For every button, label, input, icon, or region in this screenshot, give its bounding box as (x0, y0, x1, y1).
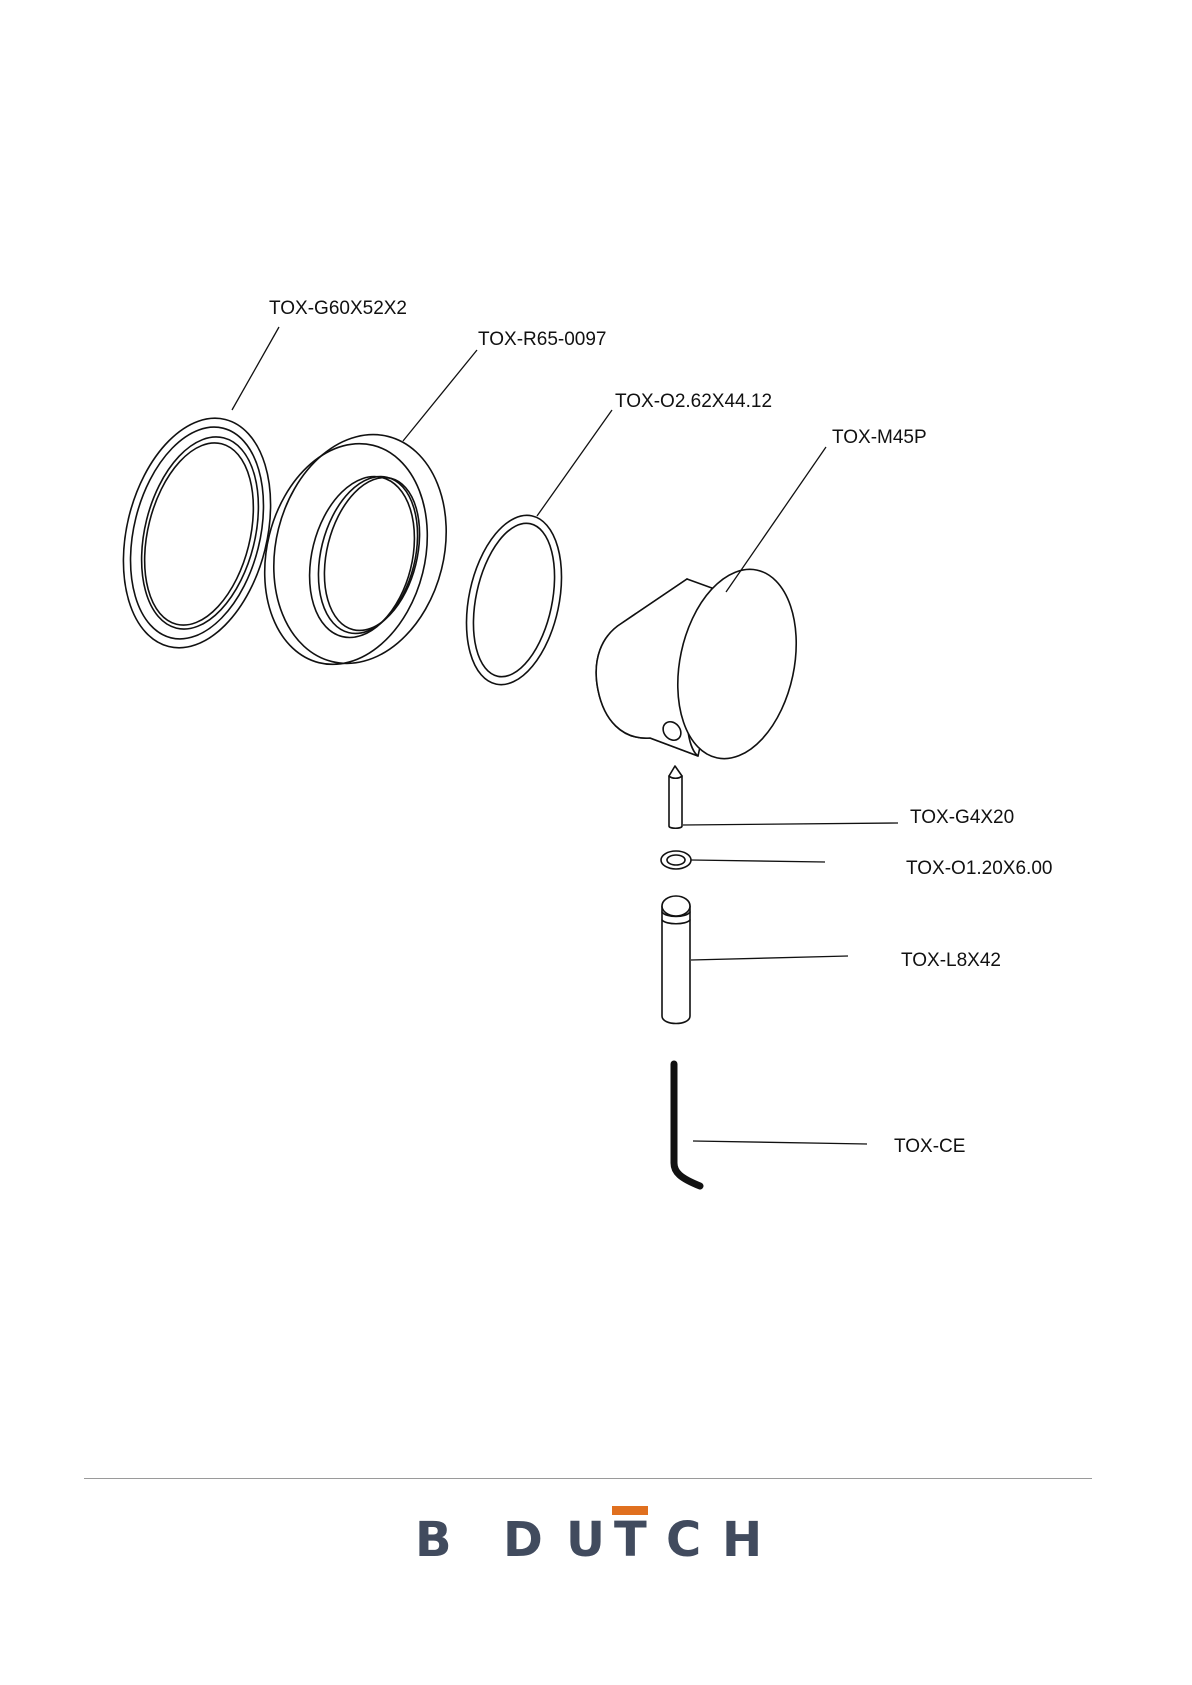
label-grub-screw: TOX-G4X20 (910, 807, 1014, 828)
label-oring-large: TOX-O2.62X44.12 (615, 391, 772, 412)
label-gasket: TOX-G60X52X2 (269, 298, 407, 319)
rosette-plate (242, 416, 469, 682)
logo-letter-u: U (566, 1512, 605, 1568)
handle-body (596, 558, 813, 770)
spindle (662, 896, 690, 1024)
hex-key (674, 1064, 700, 1186)
small-oring (661, 851, 691, 869)
label-oring-small: TOX-O1.20X6.00 (906, 858, 1052, 879)
large-oring (452, 507, 576, 694)
logo-letter-h: H (722, 1512, 762, 1568)
label-handle: TOX-M45P (832, 427, 927, 448)
logo-accent-bar (612, 1506, 648, 1515)
footer-rule (84, 1478, 1092, 1479)
brand-logo: B D U T C H (0, 1500, 1192, 1570)
gasket-ring (101, 403, 293, 664)
grub-screw (669, 766, 682, 828)
label-rosette: TOX-R65-0097 (478, 329, 607, 350)
label-spindle: TOX-L8X42 (901, 950, 1001, 971)
logo-letter-c: C (666, 1512, 701, 1568)
logo-letter-t: T (614, 1512, 647, 1568)
label-hex-key: TOX-CE (894, 1136, 965, 1157)
logo-letter-d: D (503, 1512, 543, 1568)
logo-letter-b: B (415, 1512, 452, 1568)
